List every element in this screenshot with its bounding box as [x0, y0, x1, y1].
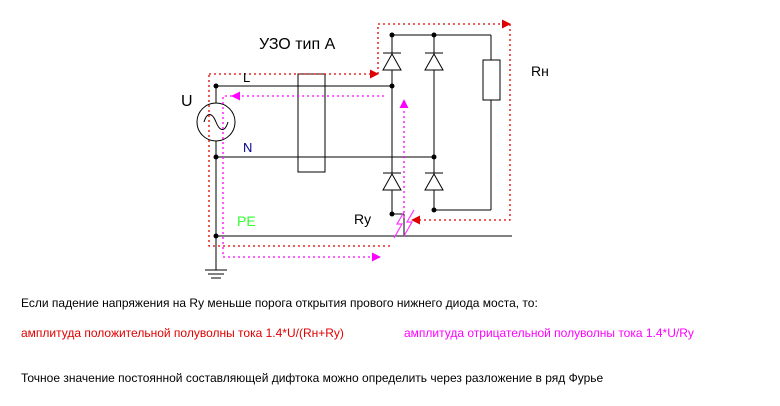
negative-current-path [222, 91, 409, 262]
positive-current-path [208, 19, 511, 247]
diode-top-right-icon [424, 52, 444, 71]
pe-label: PE [237, 213, 256, 229]
negative-half-wave-caption: амплитуда отрицательной полуволны тока 1… [404, 326, 694, 340]
fourier-note-caption: Точное значение постоянной составляющей … [21, 371, 604, 385]
leakage-arc-icon [393, 209, 415, 239]
load-resistor [482, 59, 501, 101]
diode-bottom-right-icon [424, 172, 444, 191]
leakage-resistance-label: Rу [354, 211, 371, 227]
neutral-label: N [243, 140, 252, 155]
source-label: U [181, 93, 193, 110]
diode-bottom-left-icon [382, 172, 402, 191]
phase-label: L [243, 70, 250, 85]
junction-dots [213, 32, 437, 239]
diode-top-left-icon [382, 52, 402, 71]
diagram-title: УЗО тип А [259, 36, 336, 53]
positive-half-wave-caption: амплитуда положительной полуволны тока 1… [21, 326, 344, 340]
ground-icon [205, 269, 227, 279]
ac-source-icon [196, 102, 236, 142]
wiring [205, 34, 512, 279]
rcd-transformer [297, 73, 326, 173]
condition-caption: Если падение напряжения на Ry меньше пор… [21, 296, 538, 310]
load-label: Rн [531, 63, 549, 79]
